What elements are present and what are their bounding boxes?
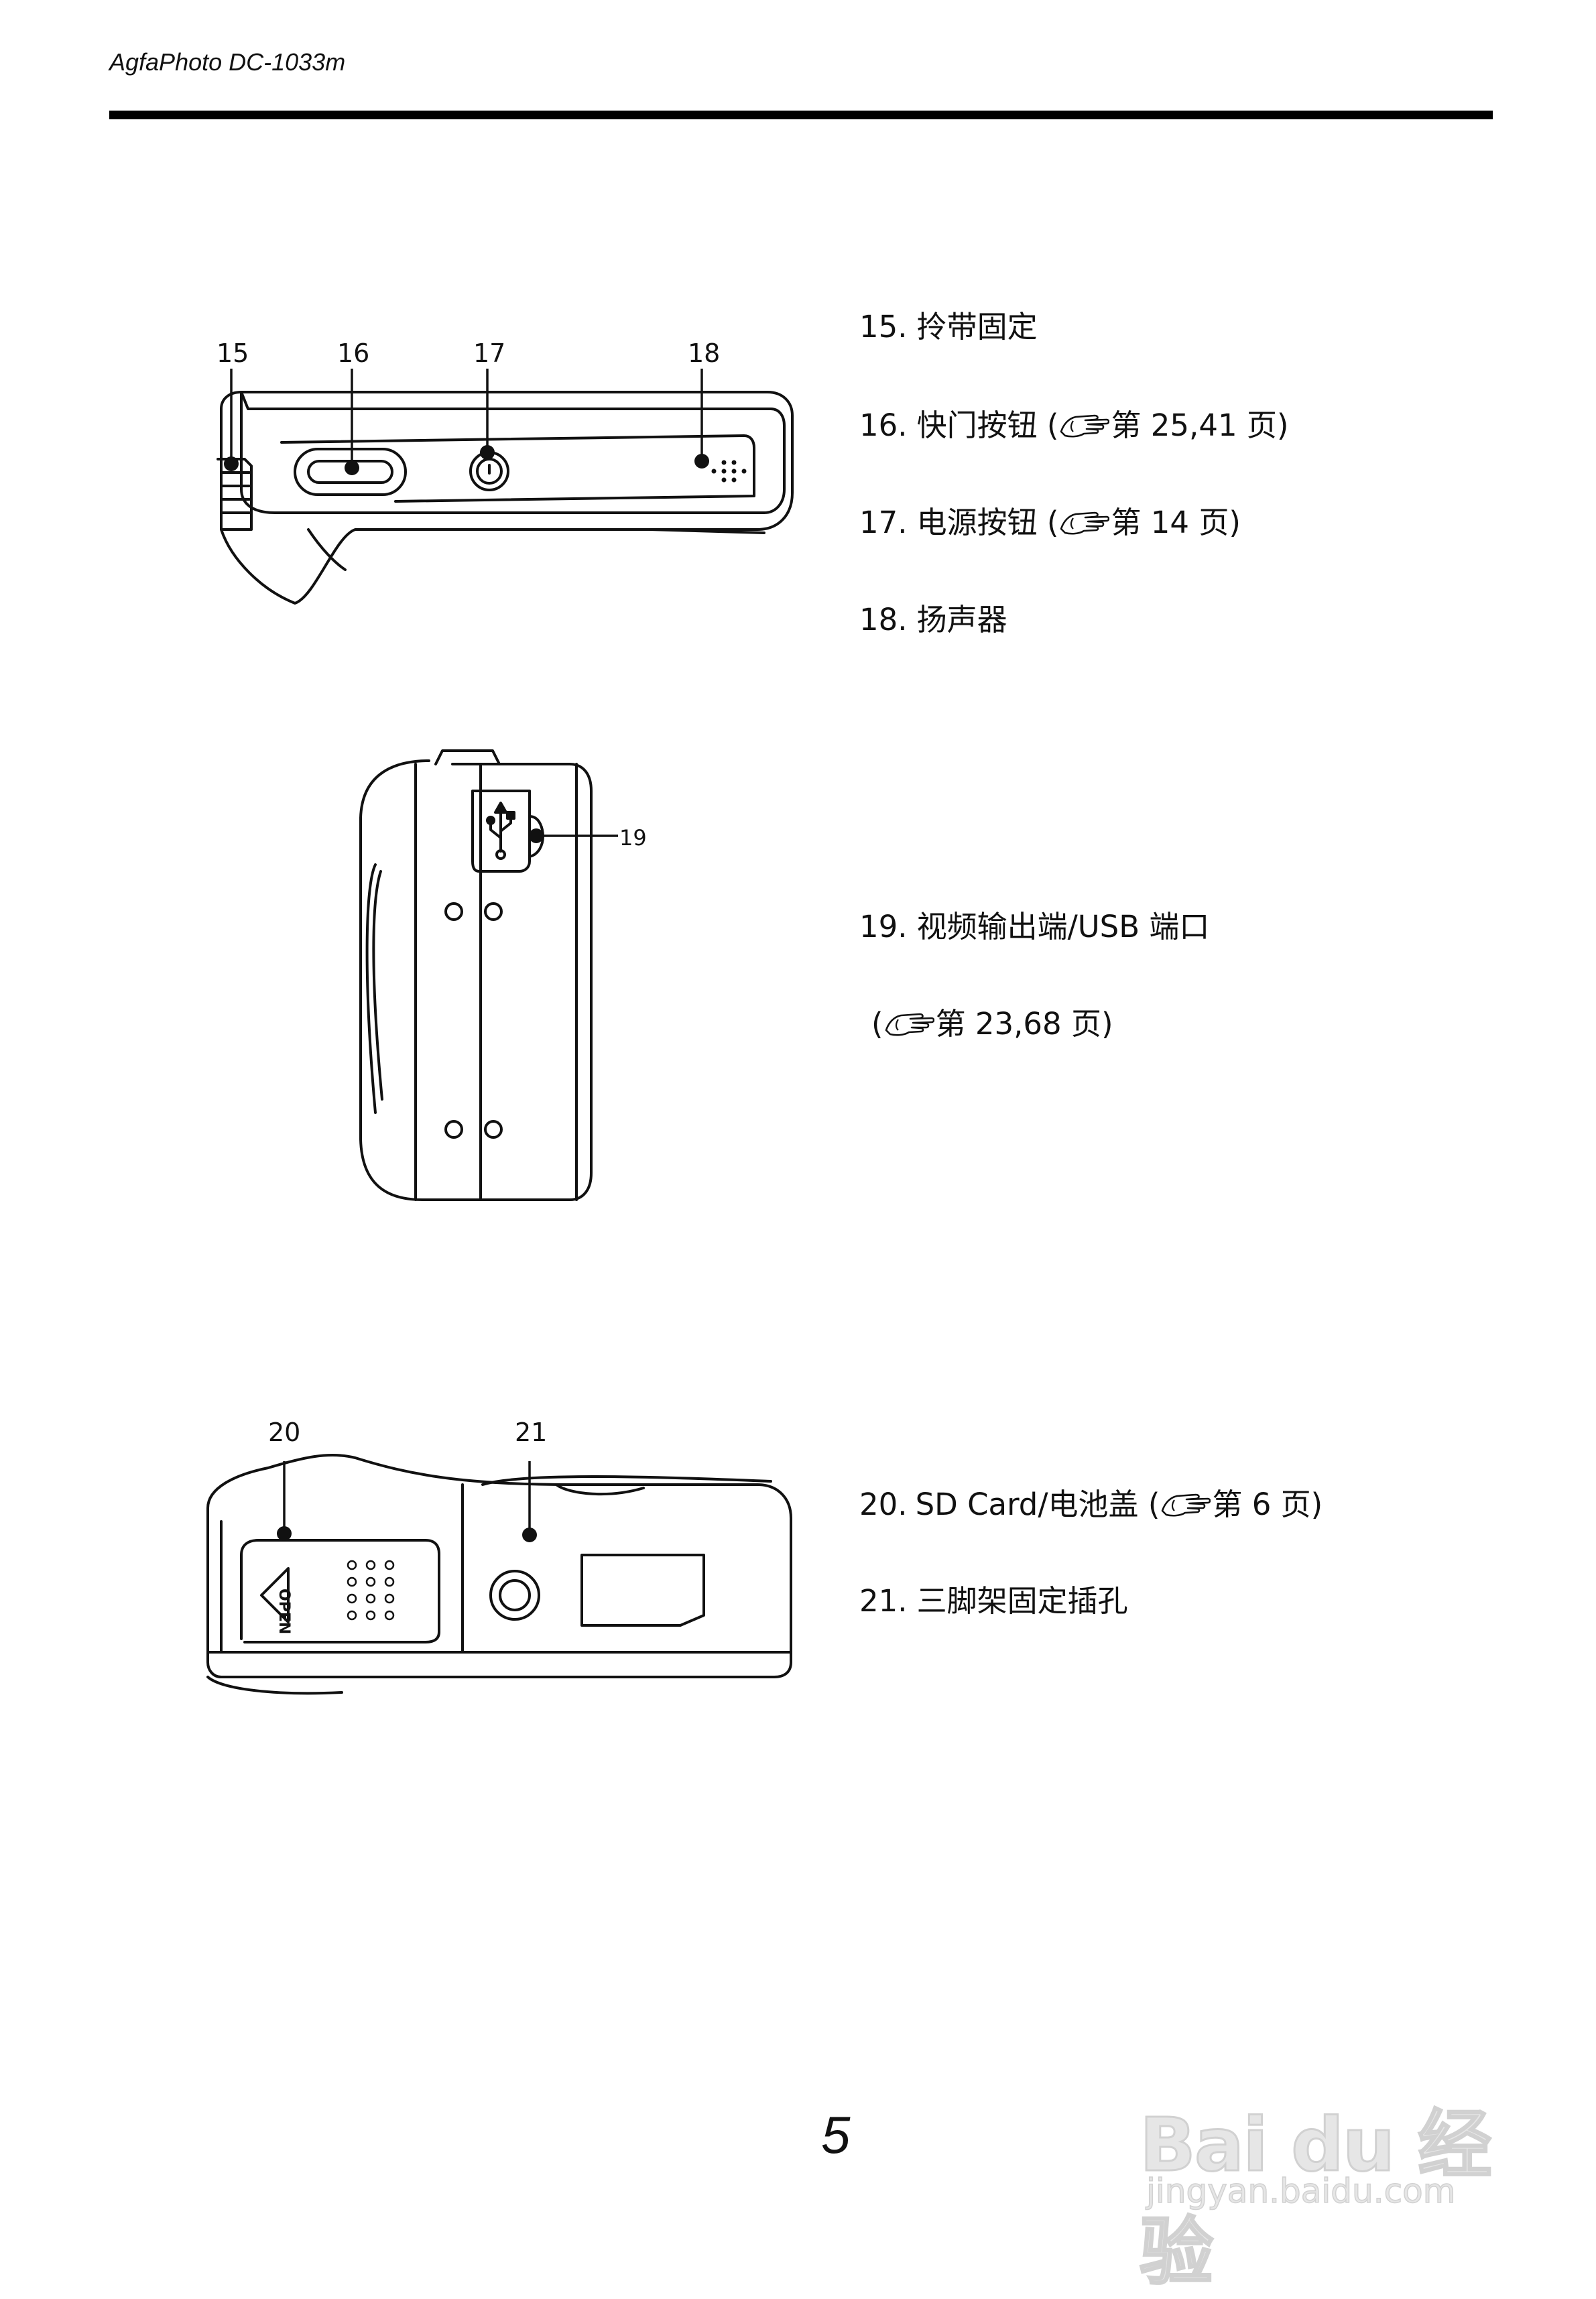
watermark-brand: Bai du 经验: [1139, 2101, 1493, 2296]
document-header: AgfaPhoto DC-1033m: [109, 48, 346, 76]
camera-side-view-figure: [359, 749, 618, 1201]
item-text: 三脚架固定插孔: [916, 1583, 1128, 1619]
item-20: 20.SD Card/电池盖 ( 第 6 页): [859, 1489, 1323, 1519]
pointing-hand-icon: [1060, 412, 1109, 440]
camera-bottom-view-figure: [206, 1454, 792, 1695]
item-number: 21.: [859, 1583, 908, 1619]
ref-open: (: [1037, 505, 1059, 540]
item-number: 15.: [859, 309, 908, 345]
item-17: 17.电源按钮 ( 第 14 页): [859, 507, 1241, 538]
item-number: 19.: [859, 909, 908, 944]
item-number: 17.: [859, 505, 908, 540]
item-15: 15.拎带固定: [859, 312, 1038, 342]
camera-top-view-figure: [217, 369, 794, 605]
page-ref: 第 23,68 页): [935, 1006, 1113, 1042]
item-text: SD Card/电池盖: [915, 1487, 1139, 1522]
header-rule: [109, 111, 1493, 119]
ref-open: (: [1037, 408, 1059, 443]
item-text: 拎带固定: [916, 309, 1038, 345]
item-number: 16.: [859, 408, 908, 443]
ref-open: (: [1138, 1487, 1160, 1522]
ref-open: (: [871, 1006, 883, 1042]
page-number: 5: [821, 2105, 851, 2164]
item-16: 16.快门按钮 ( 第 25,41 页): [859, 410, 1288, 440]
item-number: 20.: [859, 1487, 908, 1522]
item-19-ref: ( 第 23,68 页): [871, 1009, 1113, 1039]
page-ref: 第 25,41 页): [1111, 408, 1289, 443]
page-ref: 第 14 页): [1111, 505, 1241, 540]
watermark-url: jingyan.baidu.com: [1146, 2171, 1456, 2211]
item-text: 快门按钮: [916, 408, 1038, 443]
callout-15: 15: [217, 338, 249, 368]
item-19: 19.视频输出端/USB 端口: [859, 912, 1209, 942]
item-text: 电源按钮: [916, 505, 1038, 540]
callout-21: 21: [515, 1418, 548, 1447]
pointing-hand-icon: [1161, 1491, 1211, 1519]
callout-20: 20: [268, 1418, 301, 1447]
baidu-watermark: Bai du 经验 jingyan.baidu.com: [1139, 2071, 1515, 2296]
item-21: 21.三脚架固定插孔: [859, 1586, 1128, 1616]
item-text: 扬声器: [916, 602, 1007, 637]
callout-19: 19: [619, 825, 647, 851]
pointing-hand-icon: [885, 1010, 934, 1038]
callout-16: 16: [337, 338, 370, 368]
item-18: 18.扬声器: [859, 605, 1007, 635]
open-label: OPEN: [275, 1589, 292, 1635]
item-text: 视频输出端/USB 端口: [916, 909, 1210, 944]
page-ref: 第 6 页): [1212, 1487, 1323, 1522]
pointing-hand-icon: [1060, 509, 1109, 537]
item-number: 18.: [859, 602, 908, 637]
callout-18: 18: [688, 338, 721, 368]
callout-17: 17: [473, 338, 506, 368]
